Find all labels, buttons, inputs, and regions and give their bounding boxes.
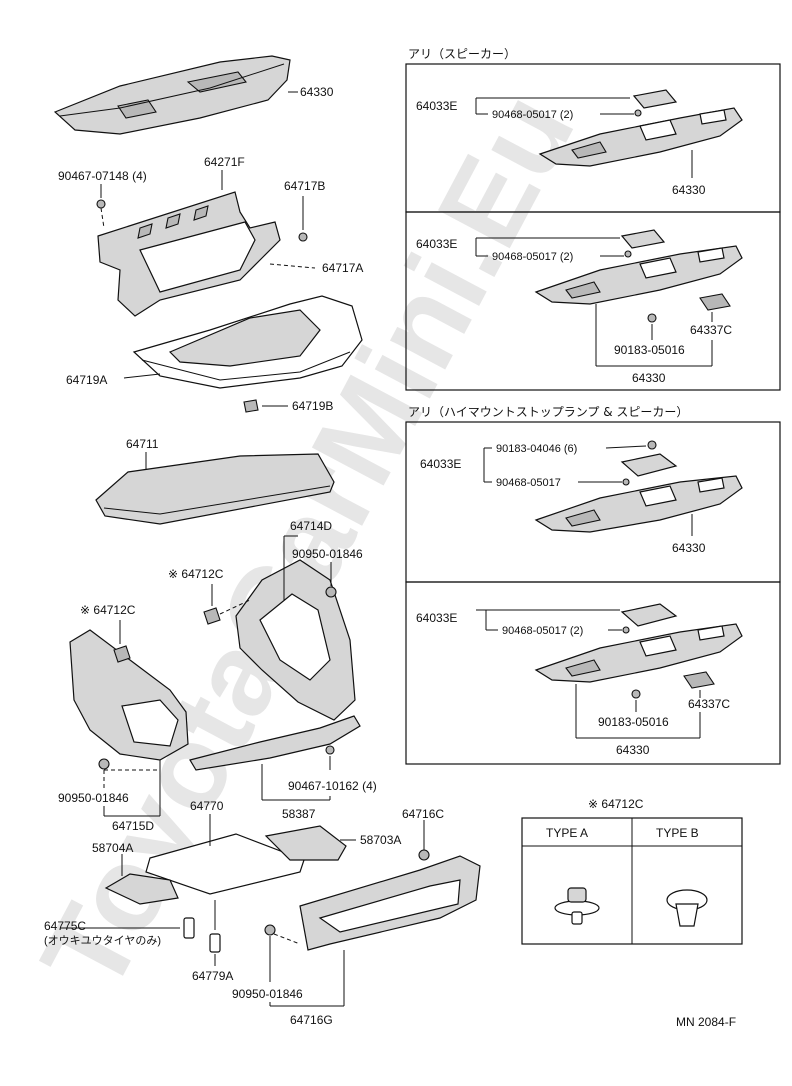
box4-cover-64337C: [683, 671, 715, 689]
label-90467-10162: 90467-10162 (4): [288, 779, 377, 793]
box1-label-90468: 90468-05017 (2): [492, 109, 573, 121]
watermark-text: ToyotaCarMini.Eu: [16, 72, 599, 1012]
clip-table-title: ※ 64712C: [588, 797, 644, 811]
box4-label-90468: 90468-05017 (2): [502, 625, 583, 637]
trunk-lid-lining: [132, 295, 363, 389]
label-64770: 64770: [190, 799, 224, 813]
clip-type-a-header: TYPE A: [546, 826, 588, 840]
label-58387: 58387: [282, 807, 316, 821]
variant-box-2: [405, 211, 781, 391]
box4-label-64330: 64330: [616, 743, 650, 757]
box1-label-64330: 64330: [672, 183, 706, 197]
box4-lamp-cover: [620, 603, 678, 627]
label-90950-01846-a: 90950-01846: [292, 547, 363, 561]
box2-label-90183: 90183-05016: [614, 343, 685, 357]
box3-label-90468: 90468-05017: [496, 477, 561, 489]
label-64714D: 64714D: [290, 519, 332, 533]
box4-tray: [534, 623, 743, 683]
box2-label-64330: 64330: [632, 371, 666, 385]
label-64271F: 64271F: [204, 155, 245, 169]
label-64717B: 64717B: [284, 179, 325, 193]
box3-label-64330: 64330: [672, 541, 706, 555]
box2-label-64337C: 64337C: [690, 323, 732, 337]
label-64330: 64330: [300, 85, 334, 99]
trunk-floor-mat: [95, 453, 335, 525]
label-64715D: 64715D: [112, 819, 154, 833]
label-64775C-note: (オウキユウタイヤのみ): [44, 934, 161, 947]
trunk-sill-plate: [189, 715, 361, 771]
document-code: MN 2084-F: [676, 1015, 736, 1029]
clip-type-b-icon: [666, 889, 708, 927]
variant-header-highmount: アリ（ハイマウントストップランプ & スピーカー）: [408, 405, 688, 419]
label-90467-07148: 90467-07148 (4): [58, 169, 147, 183]
variant-header-speaker: アリ（スピーカー）: [408, 47, 516, 61]
box3-label-64033E: 64033E: [420, 457, 461, 471]
trunk-side-trim-right: [69, 629, 189, 761]
box4-label-64033E: 64033E: [416, 611, 457, 625]
label-64717A: 64717A: [322, 261, 363, 275]
label-64719A: 64719A: [66, 373, 107, 387]
box1-tray: [538, 107, 743, 167]
rear-panel-trim: [97, 191, 281, 317]
variant-box-4: [405, 581, 781, 765]
clip-type-b-header: TYPE B: [656, 826, 699, 840]
package-tray-trim: [53, 55, 291, 135]
floor-piece-58703A: [264, 825, 347, 861]
trunk-rear-panel-trim: [299, 855, 481, 951]
label-64716C: 64716C: [402, 807, 444, 821]
label-64719B: 64719B: [292, 399, 333, 413]
box2-speaker-cover: [620, 229, 666, 249]
label-64712C-b: ※ 64712C: [80, 603, 136, 617]
trunk-floor-board: [145, 833, 305, 895]
label-90950-01846-c: 90950-01846: [232, 987, 303, 1001]
label-64775C: 64775C: [44, 919, 86, 933]
box3-label-90183: 90183-04046 (6): [496, 443, 577, 455]
floor-piece-58704A: [104, 873, 179, 905]
box4-label-90183: 90183-05016: [598, 715, 669, 729]
box2-label-90468: 90468-05017 (2): [492, 251, 573, 263]
box2-label-64033E: 64033E: [416, 237, 457, 251]
label-90950-01846-b: 90950-01846: [58, 791, 129, 805]
trunk-side-trim-left: [235, 559, 356, 721]
box4-label-64337C: 64337C: [688, 697, 730, 711]
label-64712C-a: ※ 64712C: [168, 567, 224, 581]
box1-speaker-cover: [632, 89, 678, 109]
label-64779A: 64779A: [192, 969, 233, 983]
box2-cover-64337C: [699, 293, 731, 311]
box1-label-64033E: 64033E: [416, 99, 457, 113]
label-64711: 64711: [126, 437, 159, 451]
label-64716G: 64716G: [290, 1013, 333, 1027]
box3-tray: [534, 475, 743, 533]
label-58704A: 58704A: [92, 841, 133, 855]
box3-lamp-cover: [620, 453, 678, 477]
box2-tray: [534, 245, 743, 305]
label-58703A: 58703A: [360, 833, 401, 847]
clip-type-a-icon: [554, 887, 600, 925]
